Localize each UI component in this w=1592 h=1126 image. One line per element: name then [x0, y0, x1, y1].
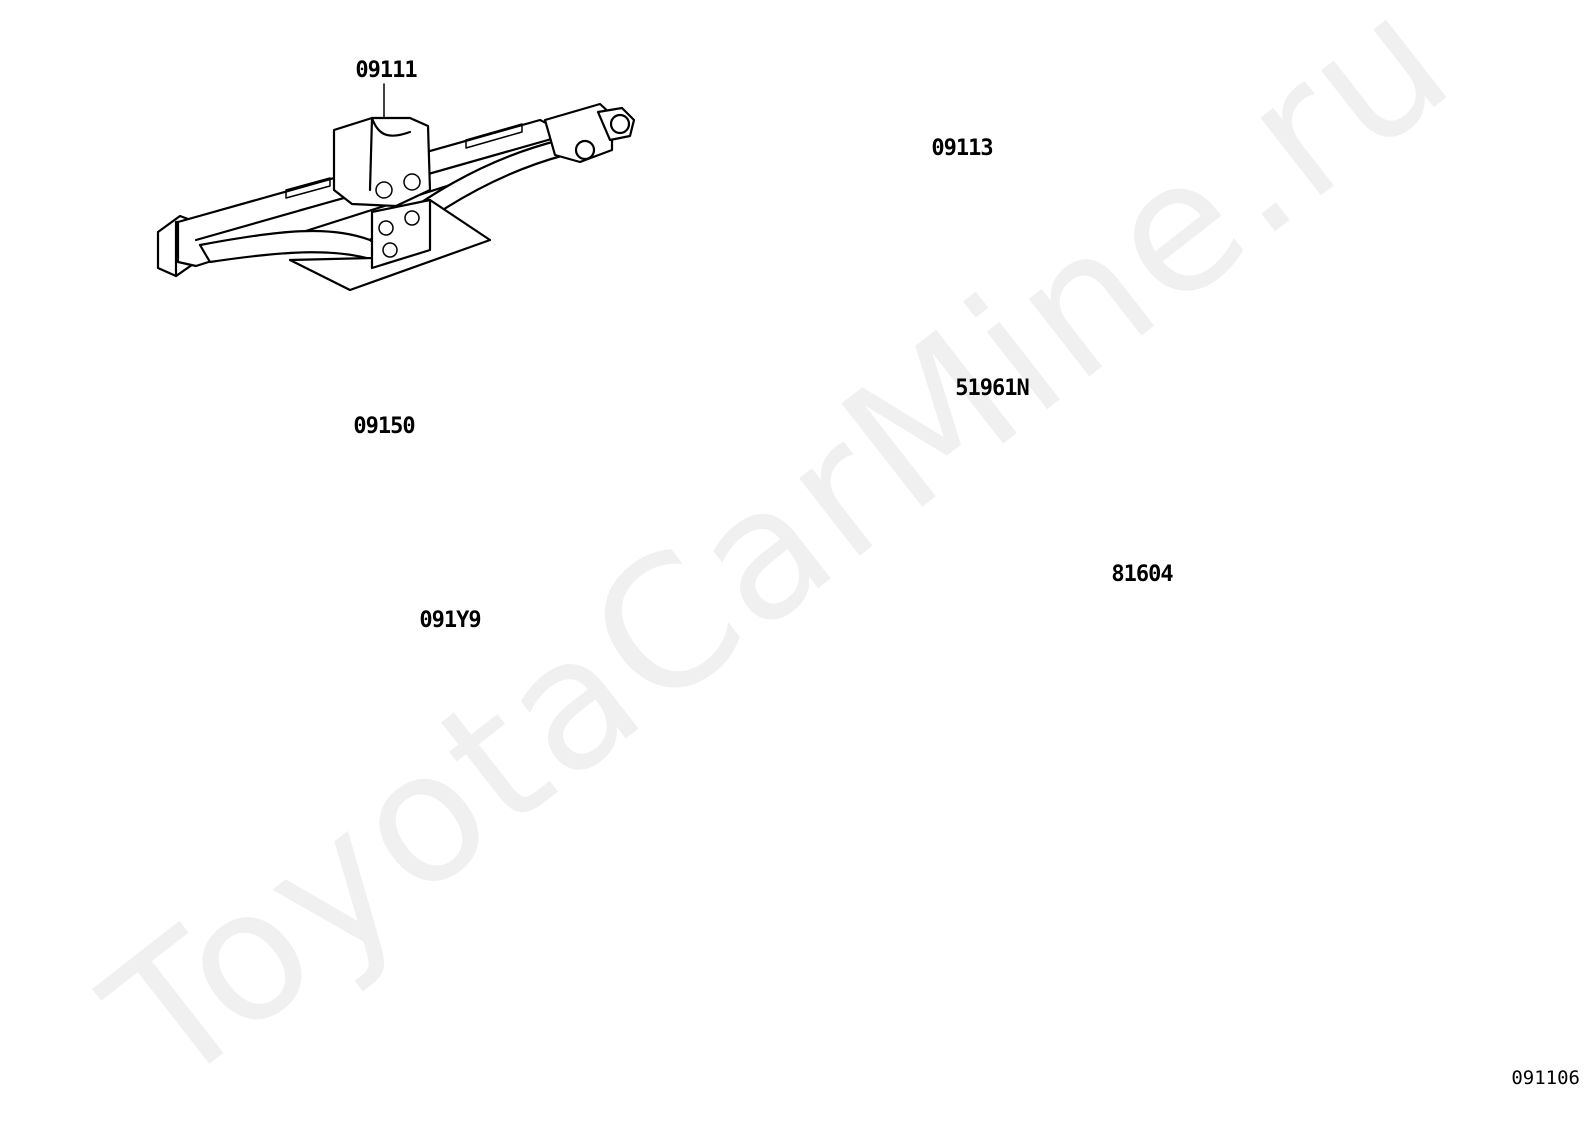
parts-diagram-canvas [156, 83, 636, 292]
part-label-warning-triangle[interactable]: 81604 [1111, 562, 1173, 587]
jack-illustration[interactable] [156, 83, 636, 292]
part-label-jack-handle[interactable]: 09113 [931, 136, 993, 161]
part-label-safety-vest[interactable]: 091Y9 [419, 608, 481, 633]
part-label-wheel-wrench[interactable]: 09150 [353, 414, 415, 439]
part-label-jack[interactable]: 09111 [355, 58, 417, 83]
diagram-code: 091106 [1511, 1067, 1580, 1089]
part-label-towing-eye[interactable]: 51961N [955, 376, 1029, 401]
